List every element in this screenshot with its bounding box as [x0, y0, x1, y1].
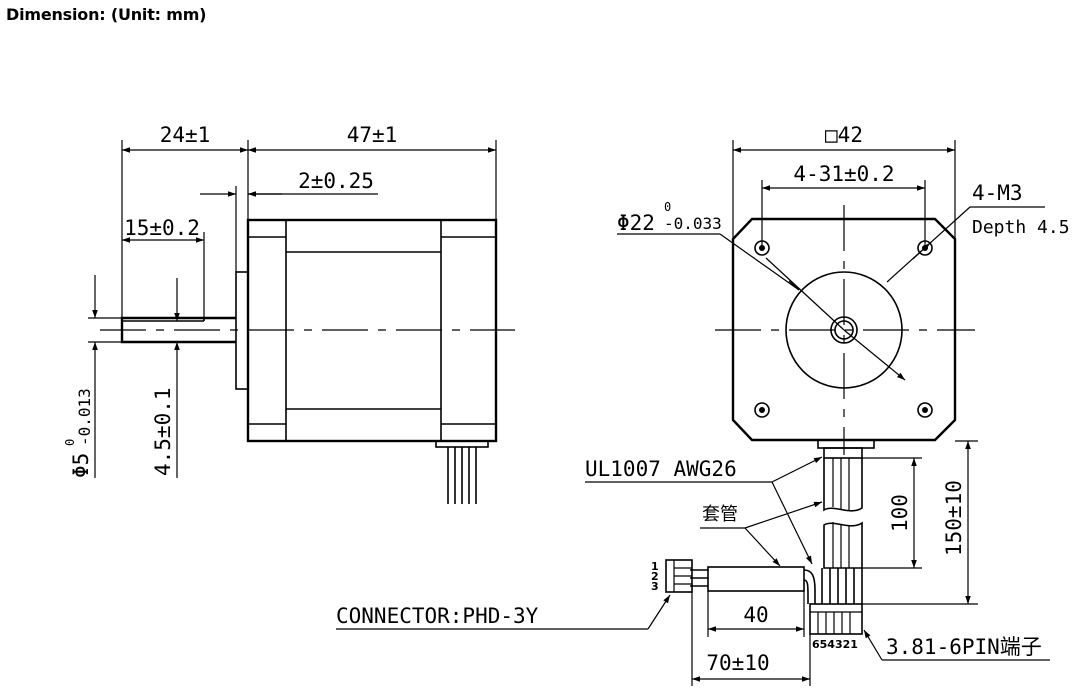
sleeve-upper [823, 458, 863, 512]
terminal-label: 3.81-6PIN端子 [886, 635, 1042, 659]
mounting-hole-icon [754, 402, 770, 418]
dim-40: 40 [743, 603, 768, 627]
terminal-block [809, 603, 863, 635]
dim-lead-150: 150±10 [942, 480, 966, 556]
dim-70: 70±10 [706, 651, 769, 675]
mounting-hole-icon [917, 402, 933, 418]
connector-pin-2: 2 [651, 570, 659, 583]
dim-shaft-length: 24±1 [160, 123, 211, 147]
sleeve-label: 套管 [702, 504, 738, 525]
terminal-pin-numbers: 654321 [812, 638, 858, 651]
dim-boss-height: 2±0.25 [298, 169, 374, 193]
dim-boss-dia-lower: -0.033 [664, 214, 722, 233]
dim-flat-depth: 4.5±0.1 [151, 387, 175, 476]
dim-shaft-dia-lower: -0.013 [75, 388, 94, 446]
dim-body-length: 47±1 [347, 123, 398, 147]
wiring: 654321 1 2 3 UL1007 AWG26 套管 100 [336, 440, 1050, 686]
thread-depth: Depth 4.5 [972, 217, 1070, 238]
sleeve-lower [823, 521, 863, 569]
front-view: □42 4-31±0.2 Φ22 0 -0.033 4-M3 Depth 4.5 [617, 123, 1070, 455]
connector-label: CONNECTOR:PHD-3Y [336, 604, 539, 628]
dim-boss-dia-upper: 0 [664, 200, 671, 214]
dim-shaft-dia: Φ5 [69, 453, 93, 478]
flange-outline [731, 217, 957, 442]
dim-square: □42 [825, 123, 863, 147]
wire-spec: UL1007 AWG26 [585, 457, 737, 481]
page-title: Dimension: (Unit: mm) [6, 5, 207, 24]
dim-shaft-dia-upper: 0 [63, 439, 77, 446]
connector-pin-3: 3 [651, 580, 659, 593]
dim-flat-length: 15±0.2 [124, 216, 200, 240]
dim-lead-100: 100 [888, 494, 912, 532]
thread-label: 4-M3 [972, 181, 1023, 205]
dim-hole-spacing: 4-31±0.2 [793, 162, 894, 186]
connector-sleeve [707, 566, 805, 592]
connector-pin-1: 1 [651, 560, 659, 573]
side-view: 24±1 47±1 2±0.25 15±0.2 Φ5 0 -0.013 4.5±… [63, 123, 515, 504]
dim-boss-dia: Φ22 [617, 211, 655, 235]
